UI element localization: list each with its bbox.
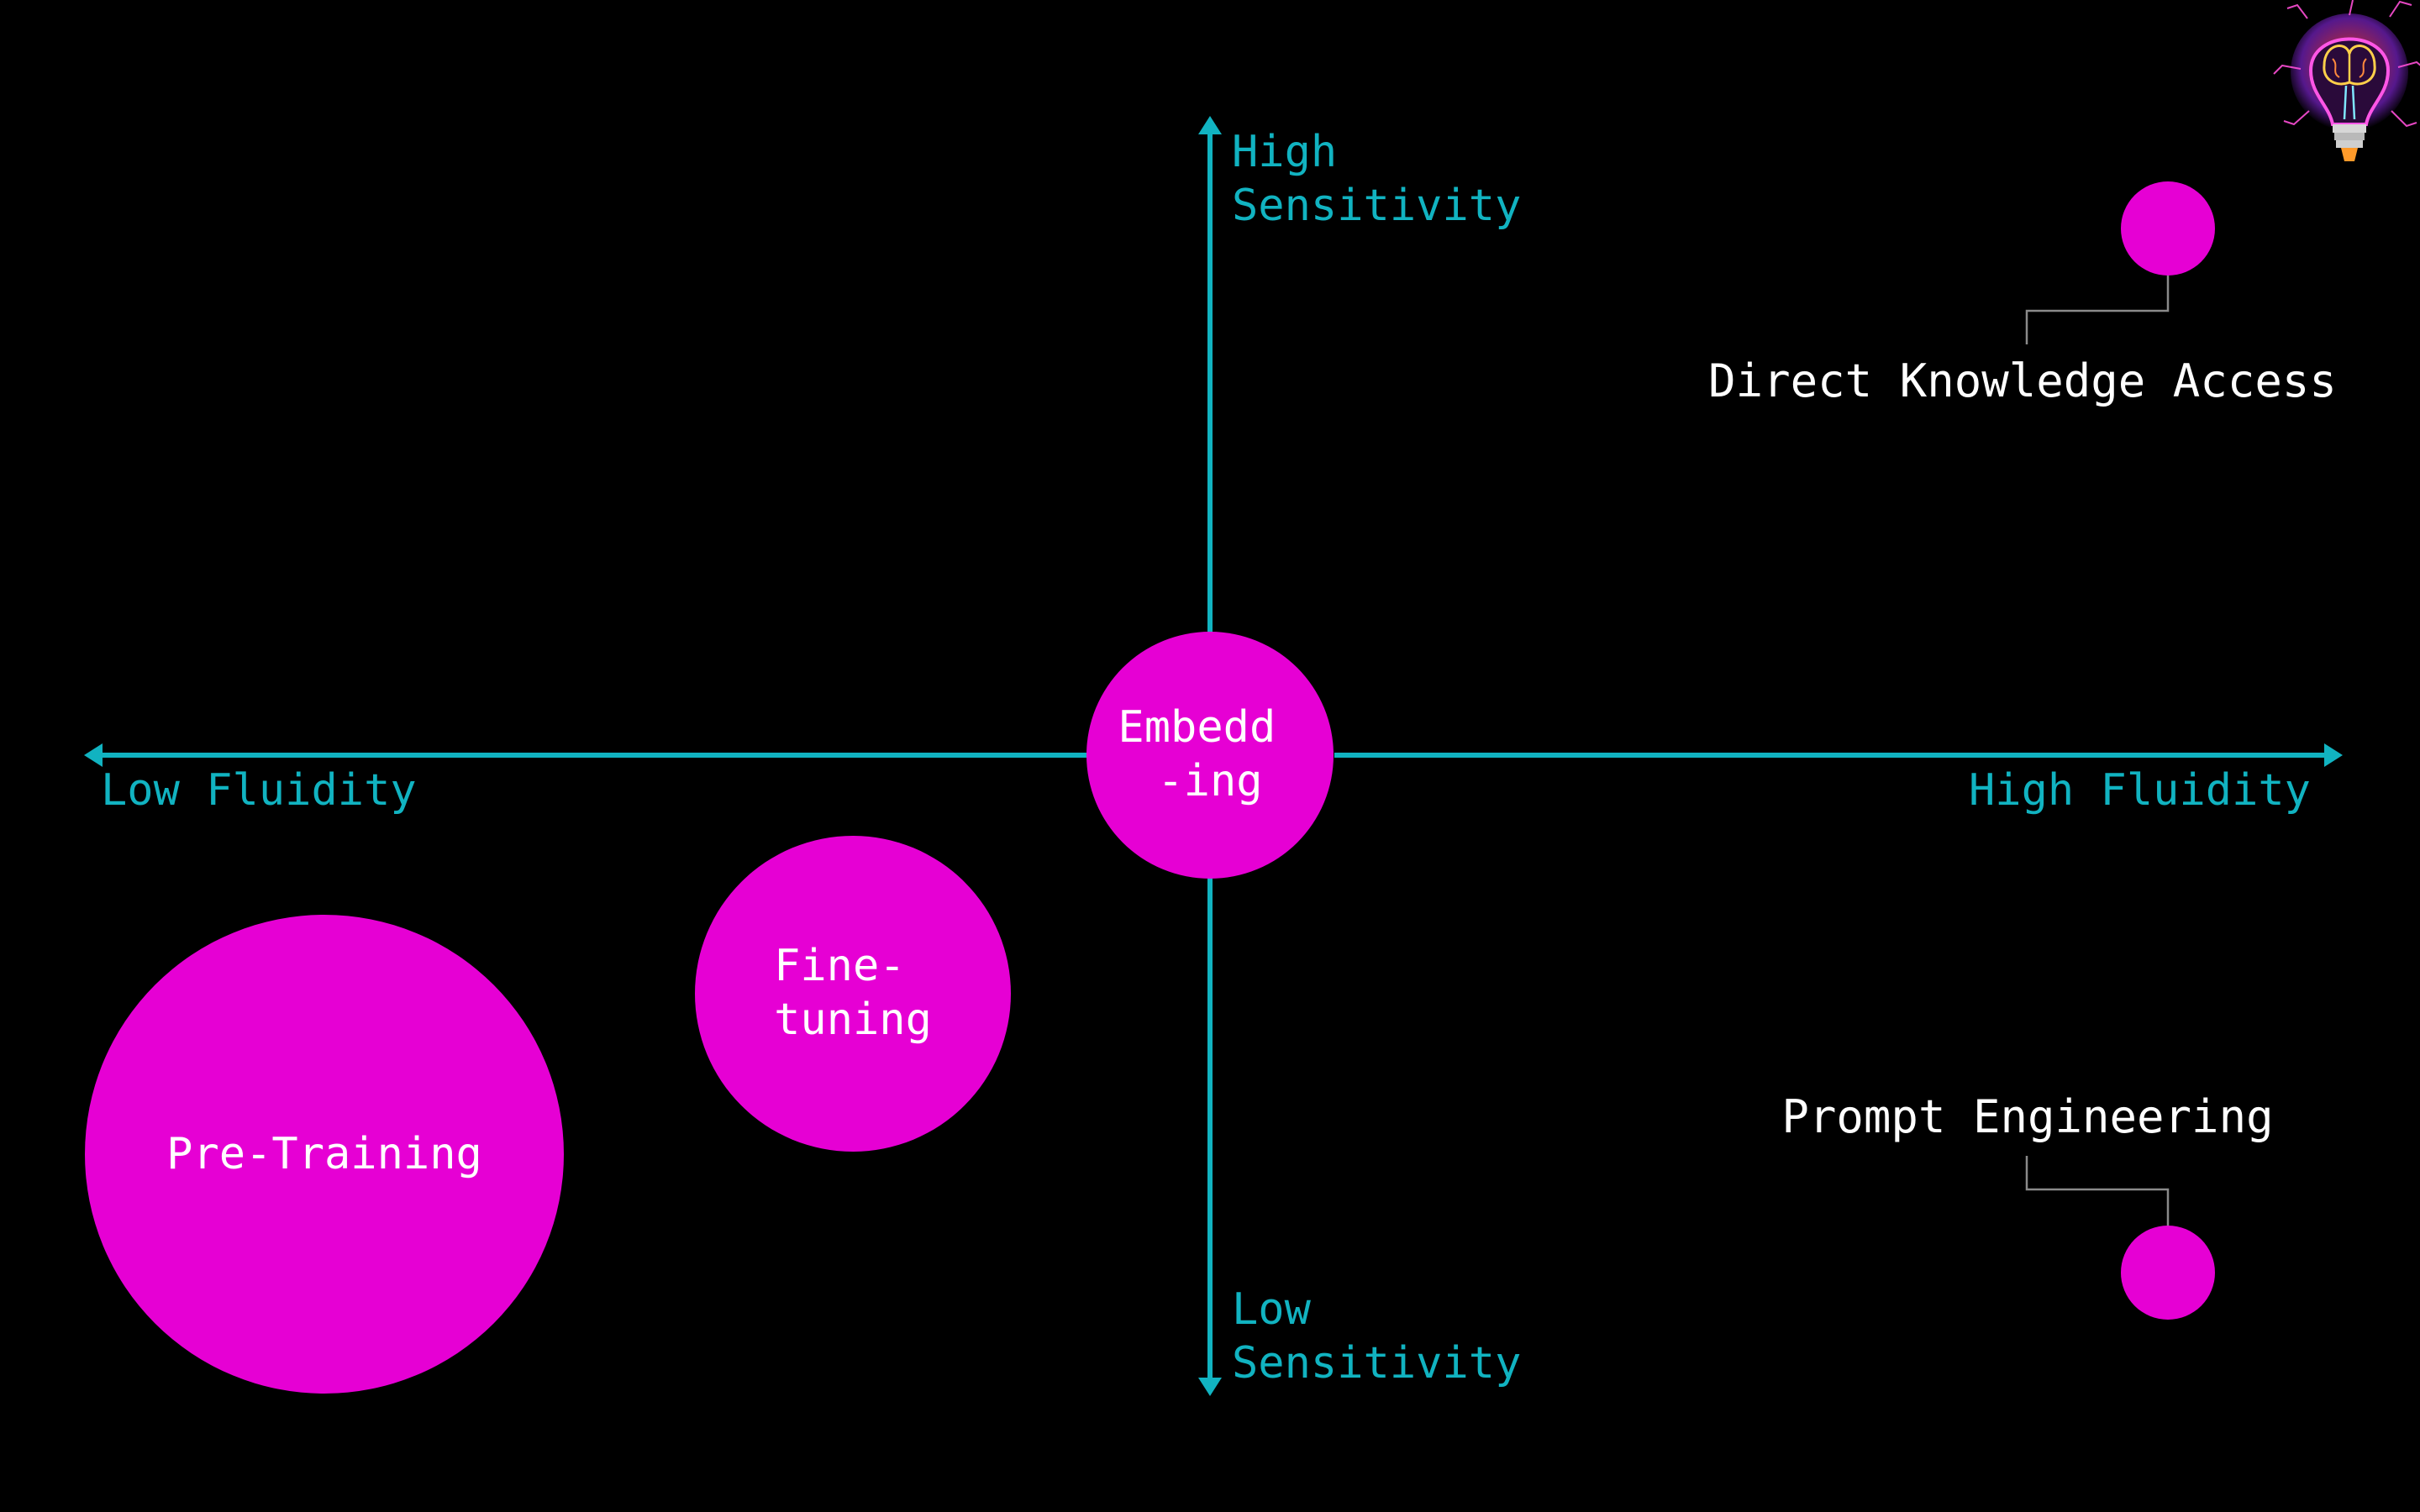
y-axis-bottom-label-line1: Low: [1232, 1284, 1312, 1335]
y-axis-top-label-line1: High: [1232, 127, 1337, 177]
vertical-axis: [1198, 116, 1222, 1396]
direct-knowledge-access-leader: [2025, 276, 2170, 344]
arrow-down-icon: [1198, 1378, 1222, 1396]
prompt-engineering-callout: Prompt Engineering: [1781, 1090, 2274, 1320]
finetuning-circle: [695, 836, 1011, 1152]
embedding-label: Embedd -ing: [1118, 702, 1302, 806]
direct-knowledge-access-dot: [2121, 181, 2215, 276]
direct-knowledge-access-callout: Direct Knowledge Access: [1708, 181, 2337, 407]
y-axis-top-label-line2: Sensitivity: [1232, 181, 1521, 231]
y-axis-bottom-label-line2: Sensitivity: [1232, 1338, 1521, 1389]
finetuning-label-line2: tuning: [774, 995, 932, 1045]
prompt-engineering-label: Prompt Engineering: [1781, 1090, 2273, 1143]
pretraining-node: Pre-Training: [85, 915, 564, 1394]
horizontal-axis: [84, 743, 2343, 767]
x-axis-right-label: High Fluidity: [1969, 765, 2311, 816]
pretraining-label: Pre-Training: [166, 1129, 482, 1179]
embedding-label-line1: Embedd: [1118, 702, 1276, 753]
finetuning-label-line1: Fine-: [774, 941, 906, 991]
finetuning-label: Fine- tuning: [774, 941, 932, 1045]
prompt-engineering-dot: [2121, 1226, 2215, 1320]
finetuning-node: Fine- tuning: [695, 836, 1011, 1152]
brain-lightbulb-icon: [2273, 0, 2420, 161]
embedding-node: Embedd -ing: [1086, 632, 1334, 879]
y-axis-bottom-label: Low Sensitivity: [1232, 1284, 1521, 1389]
arrow-right-icon: [2324, 743, 2343, 767]
y-axis-top-label: High Sensitivity: [1232, 127, 1521, 231]
direct-knowledge-access-label: Direct Knowledge Access: [1708, 354, 2337, 407]
arrow-up-icon: [1198, 116, 1222, 134]
arrow-left-icon: [84, 743, 103, 767]
prompt-engineering-leader: [2025, 1156, 2170, 1226]
x-axis-left-label: Low Fluidity: [101, 765, 417, 816]
embedding-circle: [1086, 632, 1334, 879]
embedding-label-line2: -ing: [1157, 756, 1262, 806]
pretraining-circle: [85, 915, 564, 1394]
